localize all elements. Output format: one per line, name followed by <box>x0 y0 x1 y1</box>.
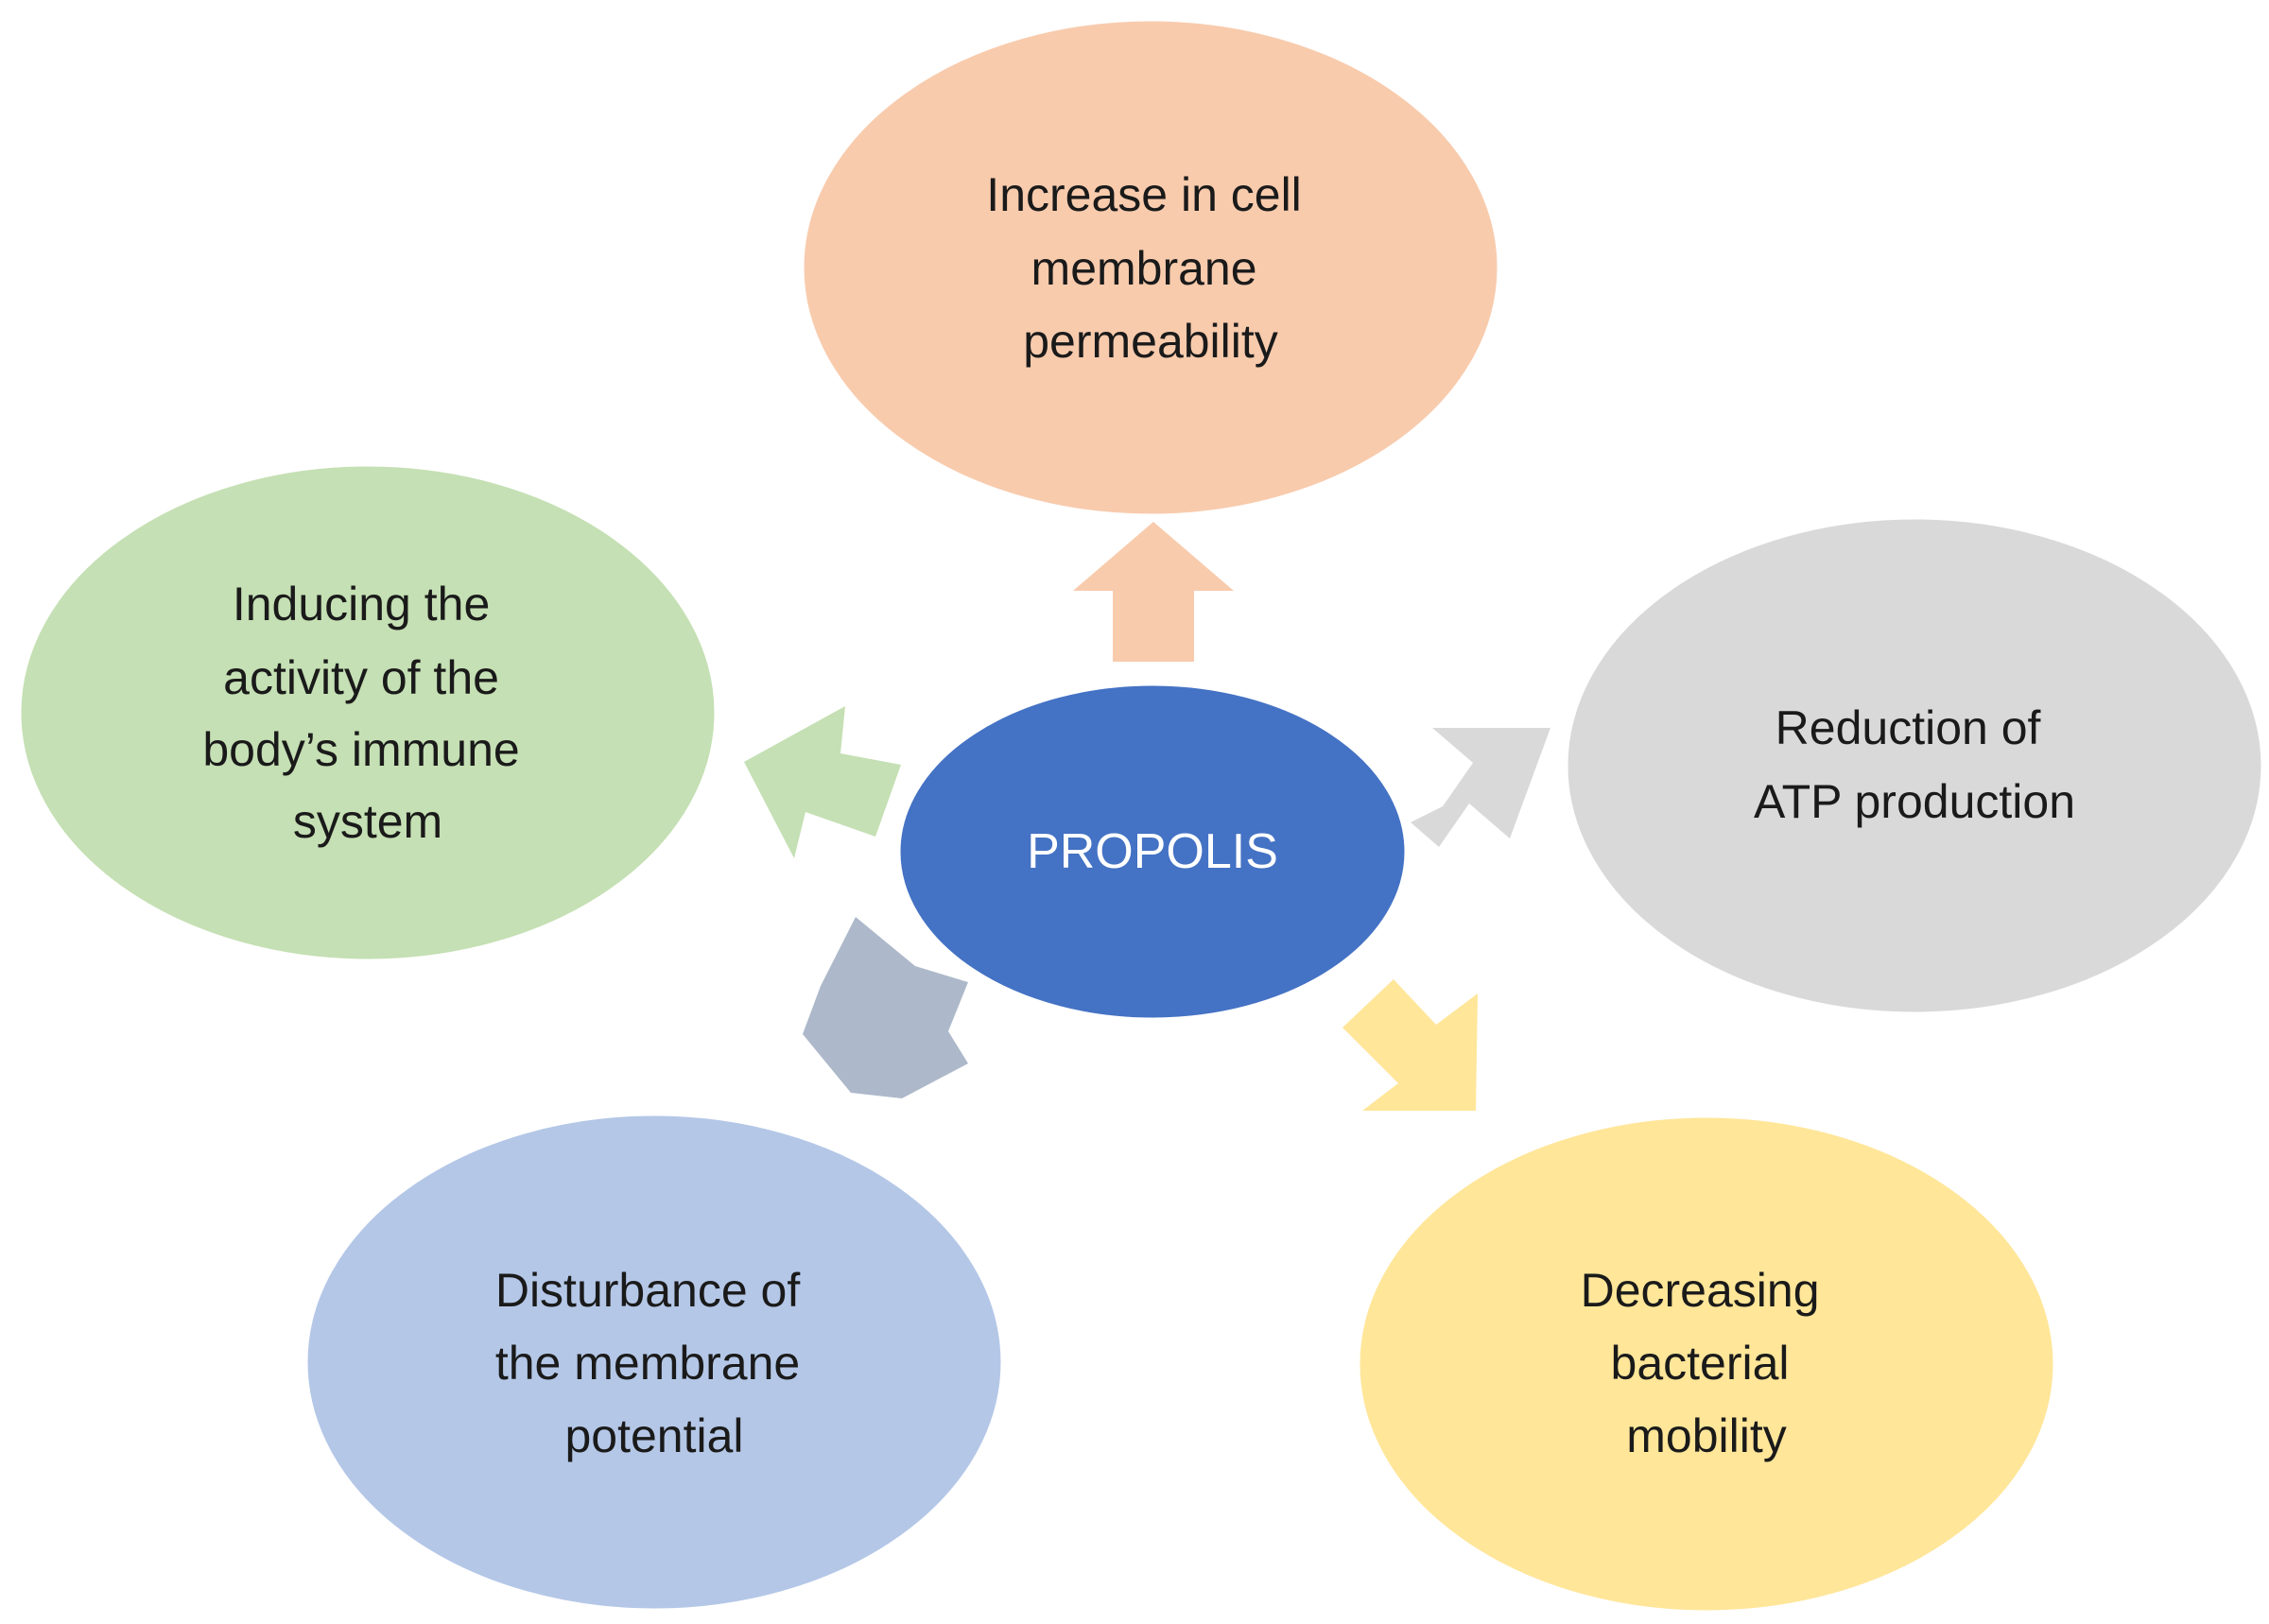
node-label-line: Increase in cell <box>986 168 1302 221</box>
node-label-line: potential <box>564 1409 743 1462</box>
node-label-line: ATP production <box>1754 775 2075 828</box>
node-label-line: Disturbance of <box>495 1264 800 1317</box>
node-label-line: activity of the <box>223 651 499 704</box>
node-label-line: bacterial <box>1611 1337 1790 1390</box>
arrow-right <box>1411 728 1550 847</box>
node-label-line: membrane <box>1031 242 1257 295</box>
node-cell-membrane-permeability: Increase in cell membrane permeability <box>801 18 1500 517</box>
node-bacterial-mobility: Decreasing bacterial mobility <box>1357 1114 2056 1614</box>
node-immune-system: Inducing the activity of the body’s immu… <box>18 463 718 962</box>
node-label-line: the membrane <box>495 1337 800 1390</box>
svg-text:Inducing the activity of: Inducing the activity of the body’s immu… <box>202 578 532 848</box>
center-label: PROPOLIS <box>1027 824 1278 879</box>
svg-text:Decreasing bacterial: Decreasing bacterial mobility <box>1581 1264 1833 1462</box>
node-label-line: body’s immune <box>202 723 519 776</box>
node-atp-production: Reduction of ATP production <box>1565 516 2264 1015</box>
arrow-up <box>1073 522 1234 662</box>
arrow-down-right <box>1342 979 1478 1111</box>
node-label-line: system <box>293 795 442 848</box>
arrow-up-left <box>744 706 901 858</box>
node-label-line: Reduction of <box>1775 701 2041 754</box>
node-membrane-potential: Disturbance of the membrane potential <box>304 1113 1004 1612</box>
svg-text:Increase in cell membran: Increase in cell membrane permeability <box>986 168 1314 368</box>
node-label-line: Inducing the <box>233 578 490 631</box>
node-label-line: mobility <box>1626 1409 1786 1462</box>
svg-text:Disturbance of the membr: Disturbance of the membrane potential <box>495 1264 813 1462</box>
node-label-line: Decreasing <box>1581 1264 1820 1317</box>
svg-text:Reduction of ATP product: Reduction of ATP production <box>1754 701 2075 828</box>
center-node: PROPOLIS <box>897 682 1408 1021</box>
node-label-line: permeability <box>1023 315 1278 368</box>
arrow-down-left <box>803 917 968 1098</box>
